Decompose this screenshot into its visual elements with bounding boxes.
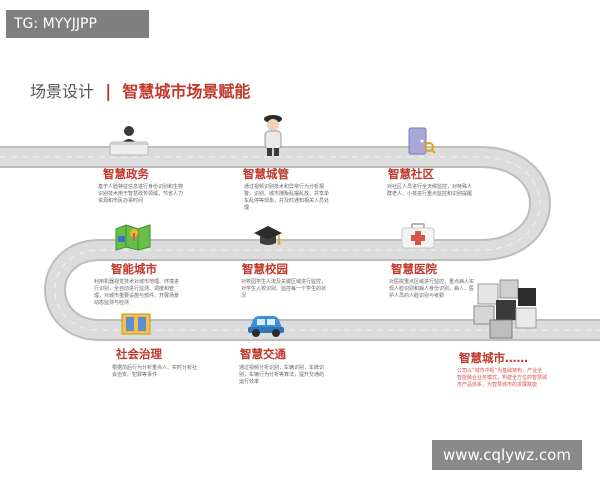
window-building-icon xyxy=(120,312,152,336)
scene-desc-gov: 基于人脸特征信息进行身份识别和生物识别技术用于智慧政务领域，节省人力资源和市民办… xyxy=(98,184,184,204)
scene-desc-smart-city: 利用机器视觉技术对城市地理、环境进行识别，全自动进行监测、调度和管理，对城市重要… xyxy=(94,279,180,306)
scene-title-urban-mgmt: 智慧城管 xyxy=(243,167,289,181)
scene-desc-campus: 对校园学生人流及关键区域进行监控，对学生入校识别、监控每一个学生的状况 xyxy=(241,279,327,299)
scene-title-community: 智慧社区 xyxy=(388,167,434,181)
scene-title-governance: 社会治理 xyxy=(116,347,162,361)
scene-title-smart-city: 智能城市 xyxy=(111,262,157,276)
scene-desc-community: 对社区人员进行全天候监控，对特殊人群老人、小孩进行重点监控和识别提醒 xyxy=(387,184,473,197)
police-officer-icon xyxy=(258,114,288,156)
channel-tag: TG: MYYJJPP xyxy=(6,10,149,38)
receptionist-desk-icon xyxy=(104,124,154,156)
scene-desc-smart-city-more: 公司以“城市中枢”为基础架构，产业全智能融合业务模式，构建全方位的智慧城市产品体… xyxy=(457,368,548,388)
car-icon xyxy=(246,312,286,338)
scene-desc-governance: 根据前后行为分析重点人、实时分析社会治安、犯罪等事件 xyxy=(112,365,198,378)
door-key-icon xyxy=(406,126,436,156)
heading-subtitle: 场景设计 xyxy=(30,82,95,101)
folded-map-icon xyxy=(114,223,152,251)
heading-title: 智慧城市场景赋能 xyxy=(122,82,251,101)
page-heading: 场景设计 | 智慧城市场景赋能 xyxy=(30,78,250,102)
heading-separator: | xyxy=(105,82,112,102)
scene-title-campus: 智慧校园 xyxy=(242,262,288,276)
scene-desc-traffic: 通过视频分析识别，车辆识别，车牌识别，车辆行为分析等算法，提升交通的运行效率 xyxy=(239,365,325,385)
cube-cluster-icon xyxy=(470,276,542,342)
scene-title-smart-city-more: 智慧城市…… xyxy=(459,351,528,365)
scene-title-hospital: 智慧医院 xyxy=(391,262,437,276)
graduation-cap-icon xyxy=(252,224,284,248)
scene-desc-urban-mgmt: 通过视频识别技术和异常行为分析报警，识别、城市摊贩乱摆乱放、共享单车乱停等现象，… xyxy=(244,184,330,211)
scene-title-gov: 智慧政务 xyxy=(103,167,149,181)
scene-title-traffic: 智慧交通 xyxy=(240,347,286,361)
scene-desc-hospital: 对医院重点区域进行监控，重点病人实现人脸识别和病人身份识别，病人、医护人员的人脸… xyxy=(389,279,475,299)
first-aid-kit-icon xyxy=(400,222,436,250)
site-watermark: www.cqlywz.com xyxy=(432,440,582,470)
